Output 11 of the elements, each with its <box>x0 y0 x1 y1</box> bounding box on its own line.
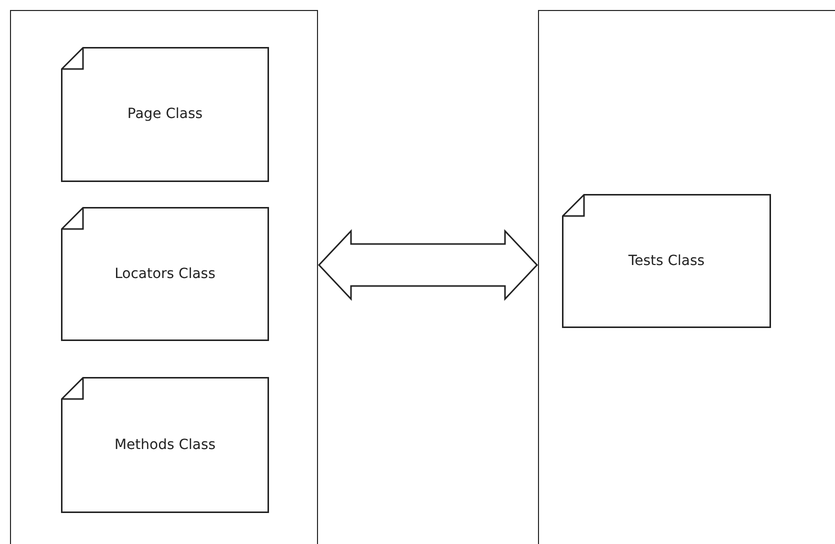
container-box <box>10 10 318 544</box>
note-box <box>61 47 269 182</box>
block-arrow <box>318 229 538 301</box>
note-label: Tests Class <box>628 252 705 270</box>
note-label: Locators Class <box>114 264 216 284</box>
note-label: Methods Class <box>114 436 216 454</box>
note-box <box>61 377 269 513</box>
note-box <box>61 207 269 341</box>
note-box <box>562 194 771 328</box>
container-box <box>538 10 835 544</box>
note-label: Page Class <box>127 105 203 124</box>
